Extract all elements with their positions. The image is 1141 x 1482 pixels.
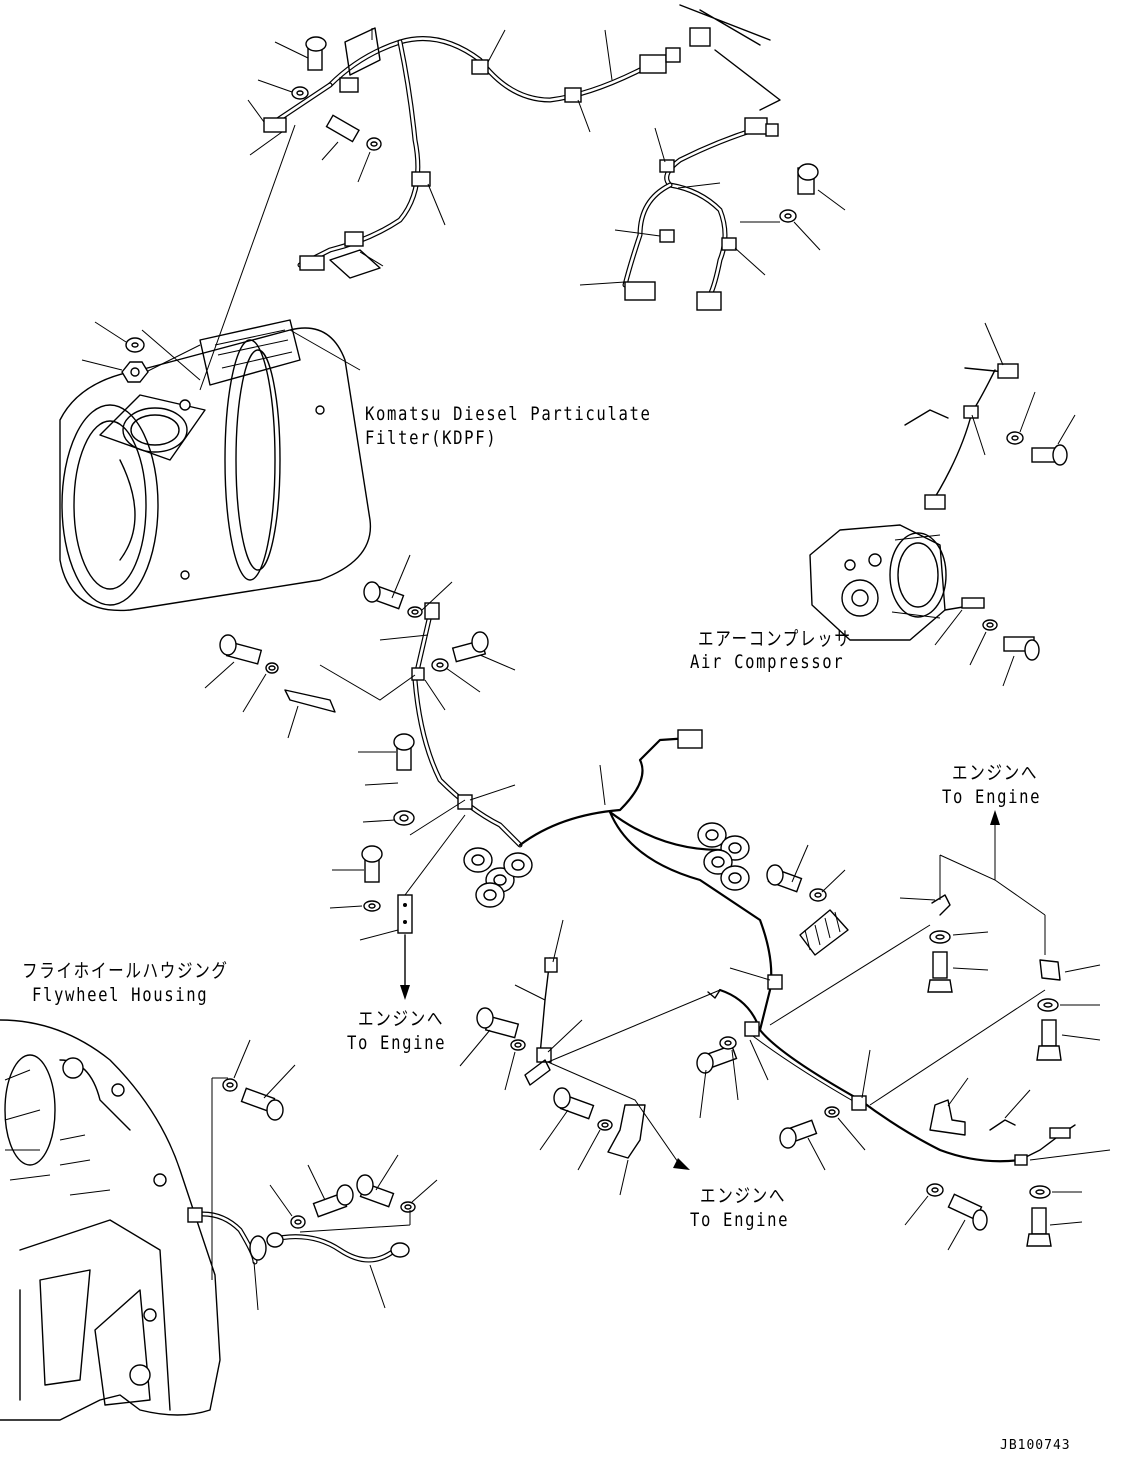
air-compressor-label-en: Air Compressor <box>690 651 845 673</box>
air-compressor-label-jp: エアーコンプレッサ <box>698 628 852 650</box>
middle-harness <box>412 602 849 1032</box>
flywheel-housing-label-jp: フライホイールハウジング <box>22 960 229 982</box>
flywheel-housing <box>0 1019 221 1421</box>
air-compressor <box>809 322 1076 687</box>
top-harness <box>263 4 781 279</box>
kdpf-label-line2: Filter(KDPF) <box>365 427 498 449</box>
to-engine-bottom-label-jp: エンジンへ <box>700 1185 787 1207</box>
flywheel-housing-label-en: Flywheel Housing <box>32 984 209 1006</box>
right-mid-fasteners <box>766 810 1101 1106</box>
to-engine-mid-label-jp: エンジンへ <box>358 1008 445 1030</box>
drawing-code: JB100743 <box>1000 1438 1071 1453</box>
to-engine-mid-label-en: To Engine <box>347 1032 447 1054</box>
middle-left-fasteners <box>204 554 516 739</box>
to-engine-top-label-jp: エンジンへ <box>952 762 1039 784</box>
top-left-fasteners <box>247 28 613 267</box>
center-lower-fasteners <box>459 919 721 1196</box>
ground-cables <box>187 1039 438 1311</box>
left-bracket-fasteners <box>329 733 516 1000</box>
to-engine-top-label-en: To Engine <box>942 786 1042 808</box>
lower-harness <box>696 988 1111 1251</box>
to-engine-bottom-label-en: To Engine <box>690 1209 790 1231</box>
kdpf-unit <box>59 124 372 612</box>
kdpf-label-line1: Komatsu Diesel Particulate <box>365 403 652 425</box>
right-upper-harness <box>579 117 846 311</box>
